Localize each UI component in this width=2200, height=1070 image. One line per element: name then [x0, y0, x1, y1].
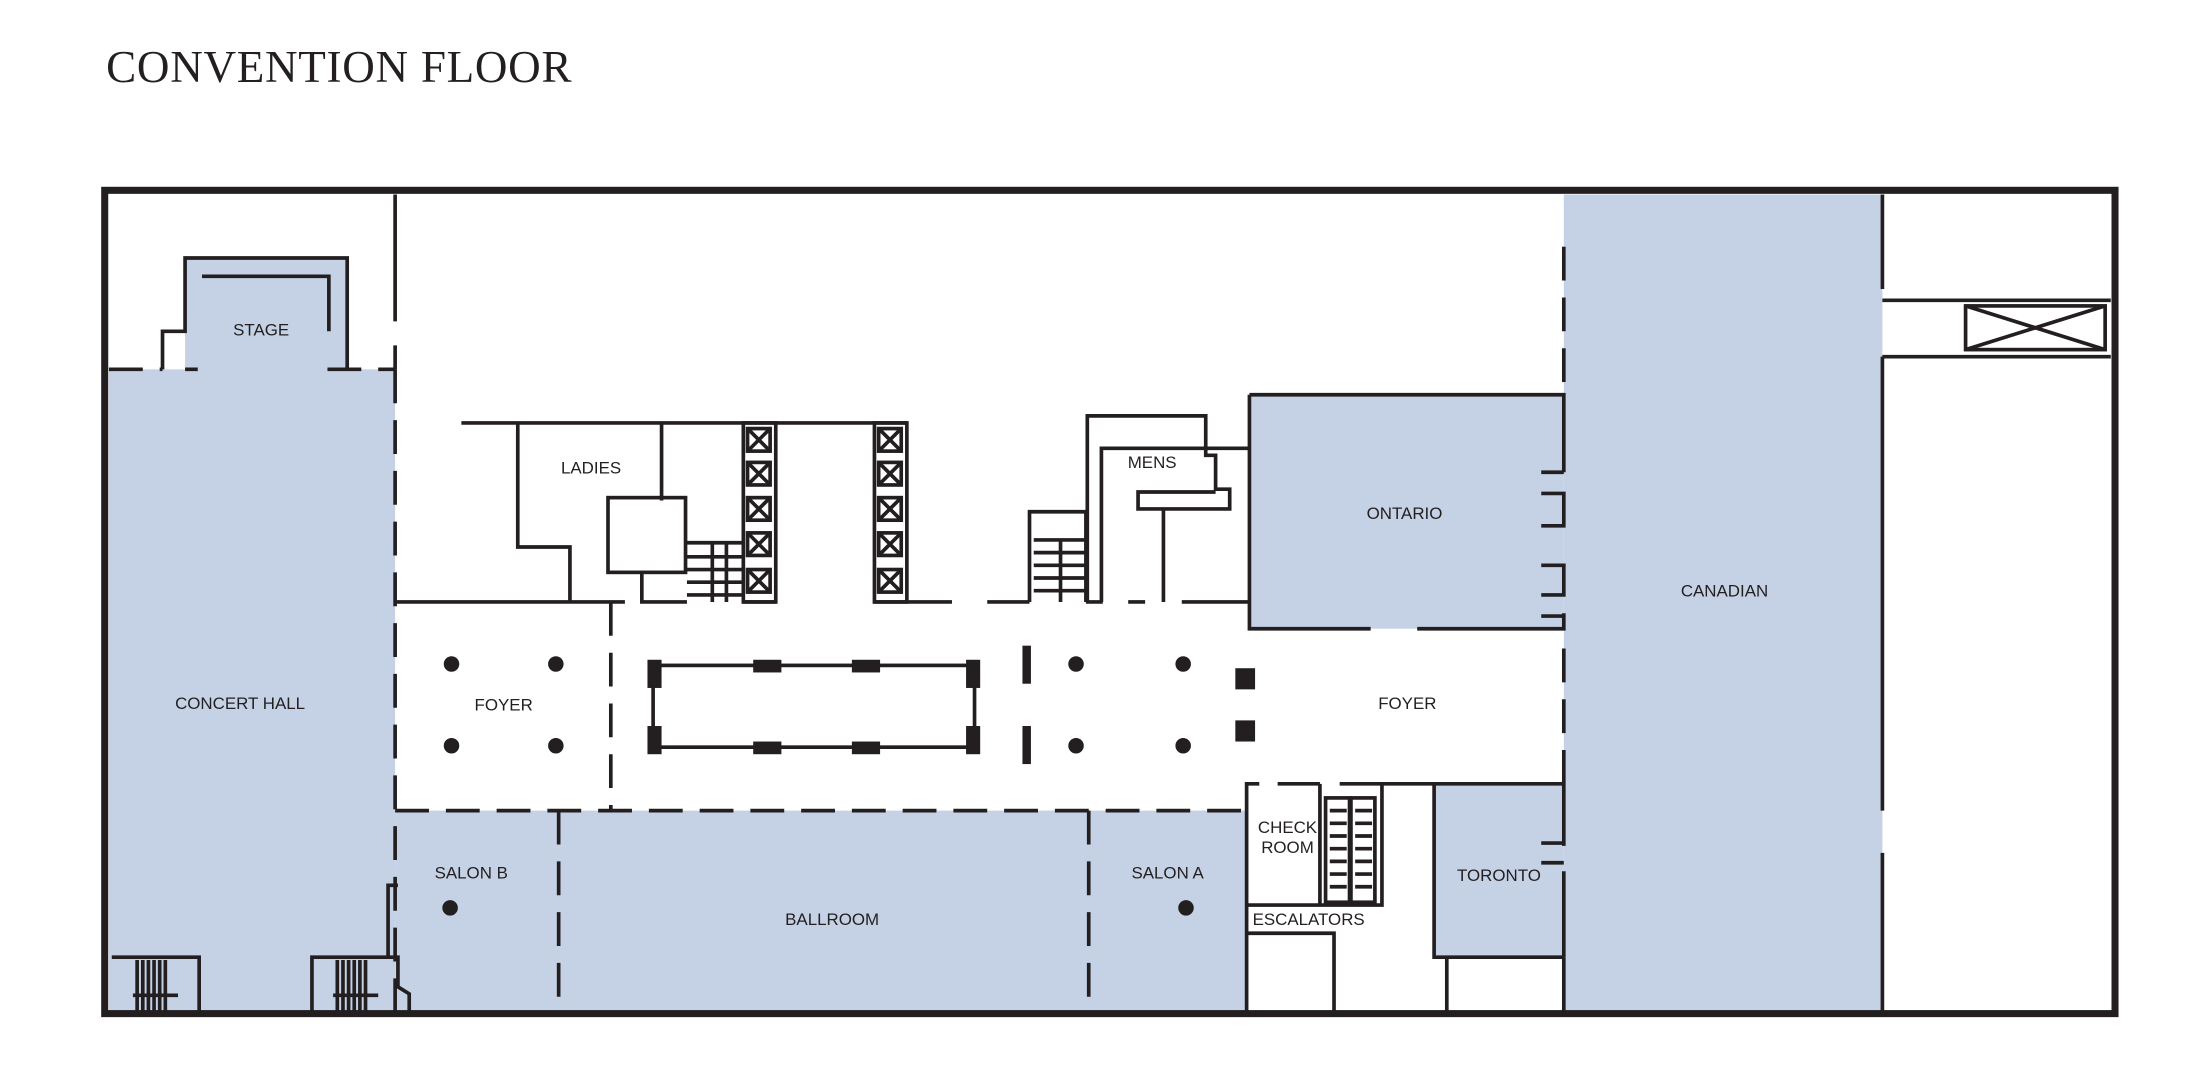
label-toronto: TORONTO — [1457, 866, 1541, 885]
columns — [442, 645, 1256, 916]
ontario-area[interactable] — [1249, 394, 1564, 629]
label-escalators: ESCALATORS — [1253, 910, 1365, 929]
label-ladies: LADIES — [561, 459, 621, 478]
page-title: CONVENTION FLOOR — [106, 42, 572, 92]
label-foyer-west: FOYER — [475, 696, 533, 715]
toronto-area[interactable] — [1434, 785, 1564, 958]
label-foyer-east: FOYER — [1378, 694, 1436, 713]
canadian-area[interactable] — [1563, 194, 1883, 1011]
concert-hall-area[interactable] — [108, 369, 396, 1011]
room-labels: STAGE CONCERT HALL LADIES MENS ONTARIO C… — [175, 321, 1768, 929]
stairs-icon — [686, 509, 1088, 602]
label-concert-hall: CONCERT HALL — [175, 694, 305, 713]
label-ballroom: BALLROOM — [785, 910, 879, 929]
elevator-bank-east — [872, 421, 909, 604]
label-ontario: ONTARIO — [1367, 504, 1443, 523]
escalator-icon — [1323, 796, 1377, 905]
label-salon-a: SALON A — [1131, 863, 1204, 882]
ballroom-salons-area[interactable] — [395, 810, 1247, 1011]
label-stage: STAGE — [233, 321, 289, 340]
label-canadian: CANADIAN — [1681, 581, 1768, 600]
label-salon-b: SALON B — [435, 863, 508, 882]
label-check-room-2: ROOM — [1261, 838, 1314, 857]
elevator-bank-west — [741, 421, 778, 604]
walls — [108, 194, 2111, 1011]
label-check-room-1: CHECK — [1258, 818, 1318, 837]
outer-wall — [101, 186, 2119, 1018]
label-mens: MENS — [1128, 453, 1177, 472]
elevator-icon — [1965, 304, 2106, 352]
